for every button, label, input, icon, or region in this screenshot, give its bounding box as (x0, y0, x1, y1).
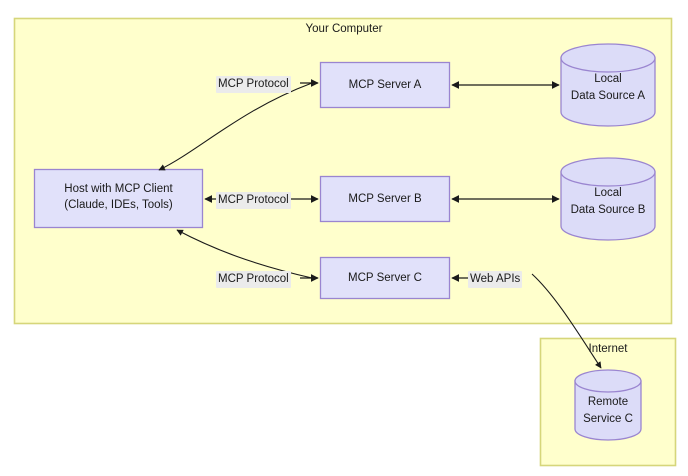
edge-server-c-to-remote-service-c (531, 273, 602, 369)
node-server-a-box[interactable] (319, 61, 451, 109)
node-server-b-box[interactable] (319, 175, 451, 223)
edge-host-to-server-a (158, 82, 313, 171)
node-remote-service-c-cylinder[interactable] (574, 369, 642, 441)
node-server-c-box[interactable] (319, 256, 451, 300)
edge-host-to-server-c (176, 229, 313, 279)
node-host-box[interactable] (33, 168, 204, 229)
node-data-source-a-cylinder[interactable] (560, 43, 656, 127)
node-data-source-b-cylinder[interactable] (560, 157, 656, 241)
